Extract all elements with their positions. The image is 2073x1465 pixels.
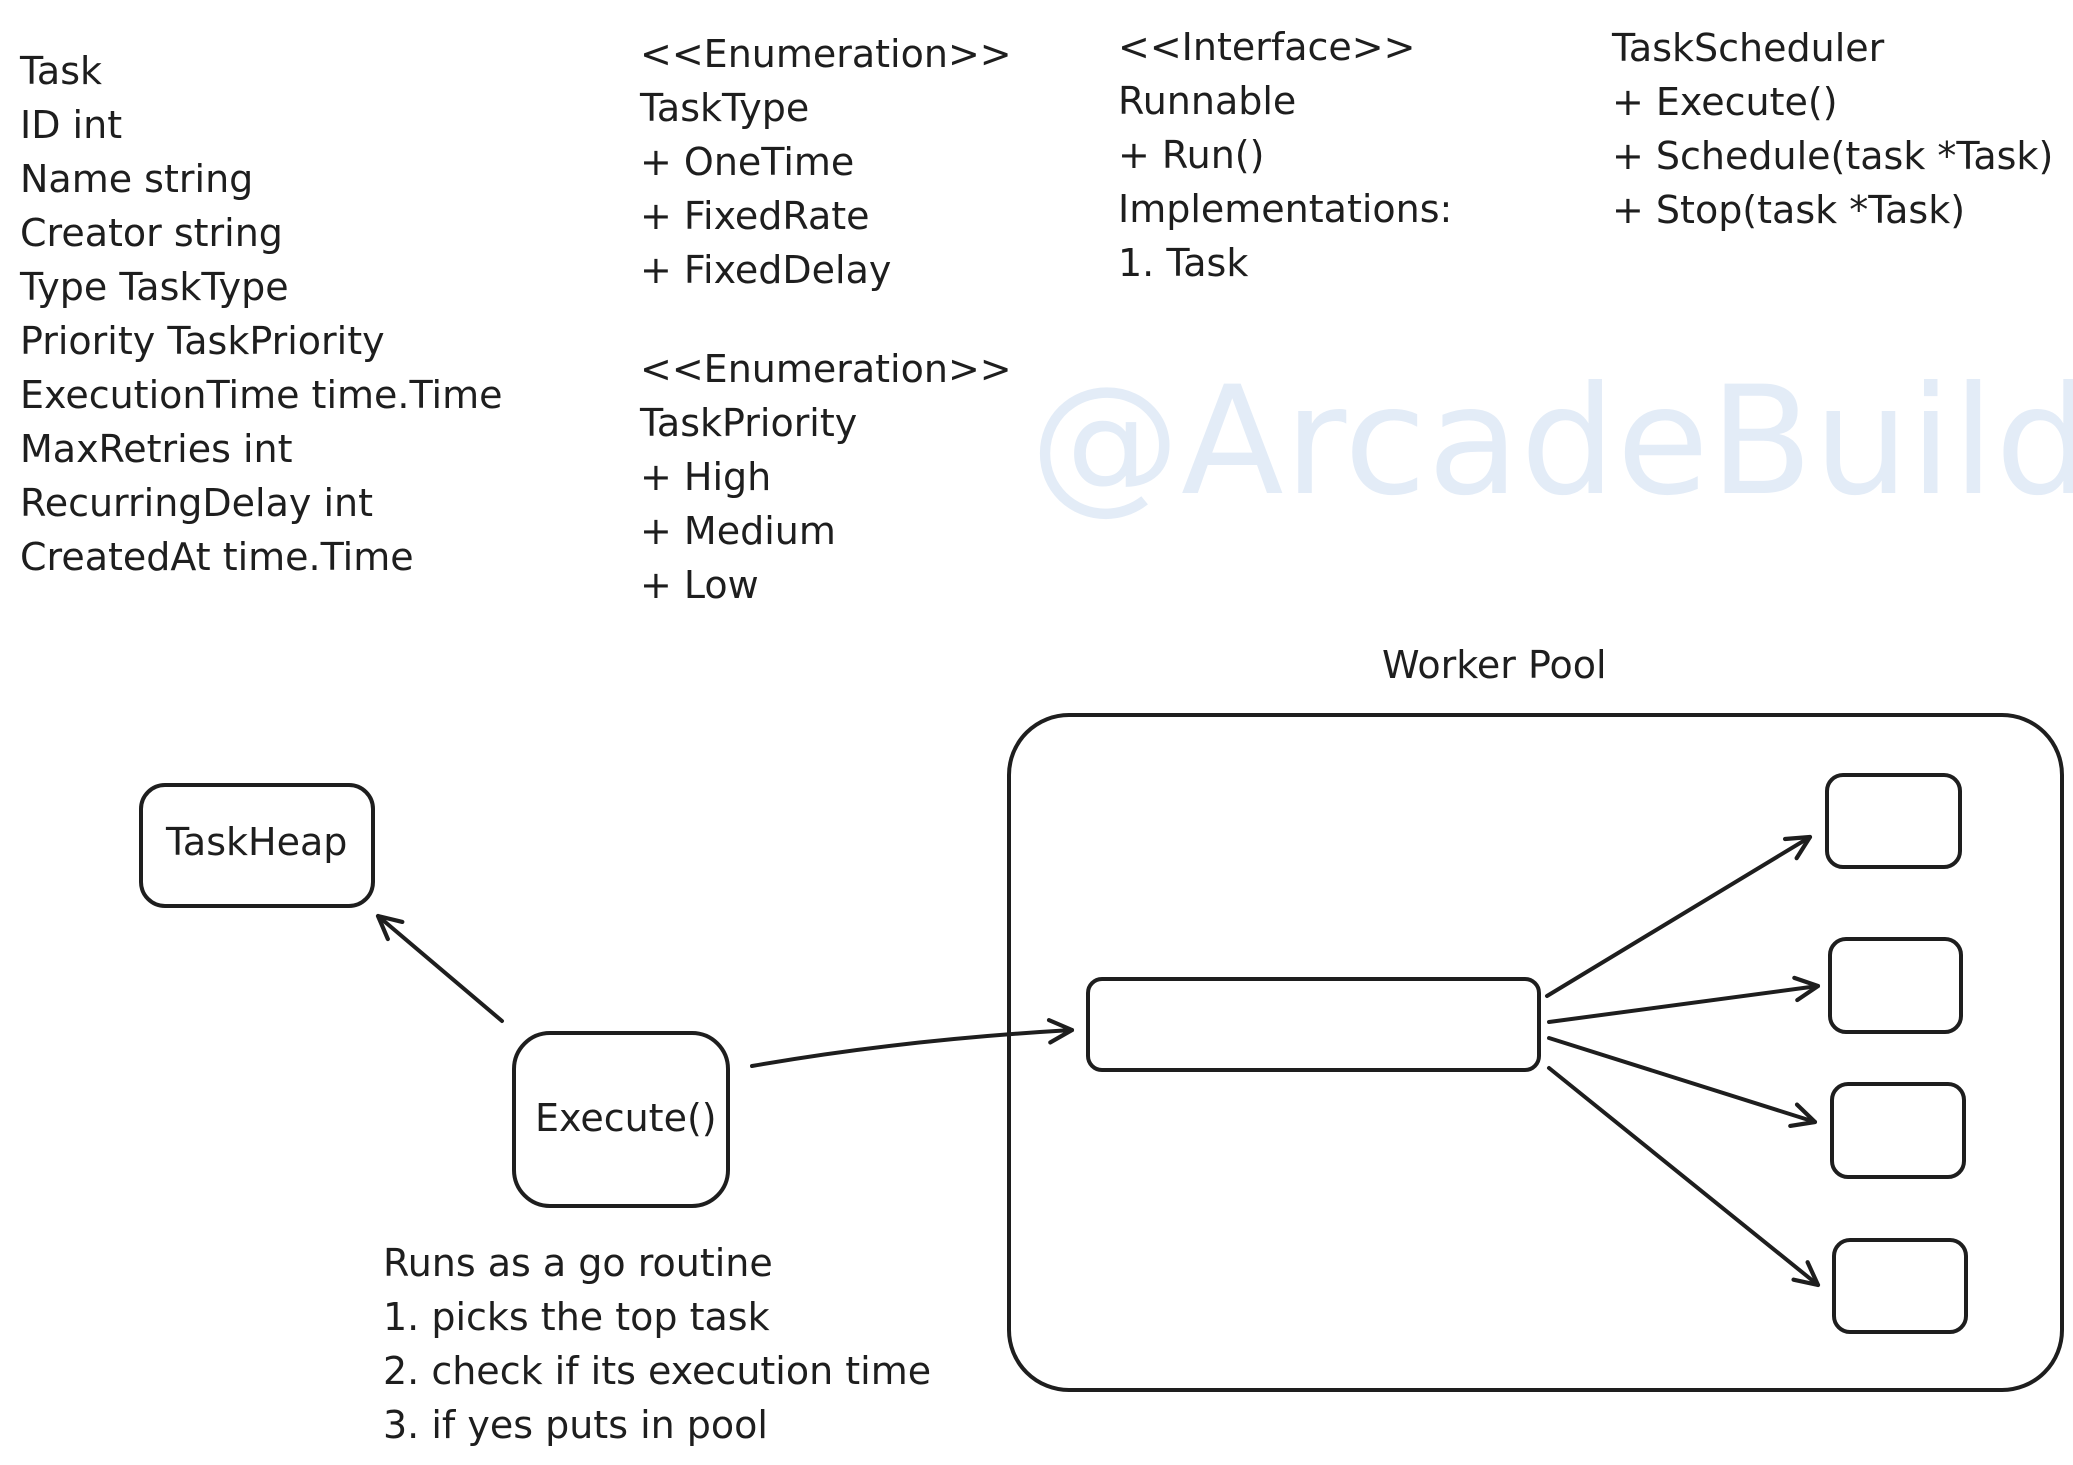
task-priority-medium: + Medium: [640, 509, 836, 553]
task-priority-enum-block: <<Enumeration>> TaskPriority + High + Me…: [640, 342, 1012, 612]
task-field-name: Name string: [20, 157, 254, 201]
task-type-fixed-rate: + FixedRate: [640, 194, 870, 238]
worker-box-4: [1832, 1238, 1968, 1334]
worker-box-1: [1825, 773, 1962, 869]
execute-note-3: 2. check if its execution time: [383, 1349, 932, 1393]
runnable-implementation-task: 1. Task: [1118, 241, 1249, 285]
task-struct-block: Task ID int Name string Creator string T…: [20, 44, 502, 584]
execute-label: Execute(): [535, 1096, 717, 1140]
runnable-interface-block: <<Interface>> Runnable + Run() Implement…: [1118, 20, 1452, 290]
task-scheduler-schedule: + Schedule(task *Task): [1612, 134, 2054, 178]
watermark: @ArcadeBuilds: [1030, 355, 2073, 529]
worker-box-2: [1828, 937, 1963, 1034]
task-scheduler-execute: + Execute(): [1612, 80, 1838, 124]
task-field-created-at: CreatedAt time.Time: [20, 535, 414, 579]
task-priority-low: + Low: [640, 563, 759, 607]
runnable-implementations-label: Implementations:: [1118, 187, 1453, 231]
arrow-execute-to-task-heap: [375, 913, 504, 1023]
task-field-id: ID int: [20, 103, 123, 147]
task-scheduler-block: TaskScheduler + Execute() + Schedule(tas…: [1612, 21, 2053, 237]
execute-notes-block: Runs as a go routine 1. picks the top ta…: [383, 1236, 931, 1452]
task-priority-high: + High: [640, 455, 772, 499]
task-field-max-retries: MaxRetries int: [20, 427, 293, 471]
execute-note-2: 1. picks the top task: [383, 1295, 770, 1339]
task-struct-title: Task: [20, 49, 103, 93]
worker-pool-title: Worker Pool: [1382, 643, 1607, 687]
task-type-one-time: + OneTime: [640, 140, 855, 184]
task-type-fixed-delay: + FixedDelay: [640, 248, 892, 292]
task-type-stereotype: <<Enumeration>>: [640, 32, 1012, 76]
runnable-title: Runnable: [1118, 79, 1297, 123]
task-scheduler-stop: + Stop(task *Task): [1612, 188, 1966, 232]
worker-pool-container: [1007, 713, 2064, 1392]
task-type-enum-block: <<Enumeration>> TaskType + OneTime + Fix…: [640, 27, 1012, 297]
task-field-recurring-delay: RecurringDelay int: [20, 481, 373, 525]
task-field-type: Type TaskType: [20, 265, 289, 309]
task-heap-node: [139, 783, 375, 908]
arrow-queue-to-worker-4: [1547, 1066, 1821, 1288]
task-field-priority: Priority TaskPriority: [20, 319, 385, 363]
runnable-run-method: + Run(): [1118, 133, 1265, 177]
arrow-execute-to-queue: [750, 1018, 1075, 1068]
arrow-queue-to-worker-3: [1547, 1036, 1818, 1129]
execute-note-4: 3. if yes puts in pool: [383, 1403, 768, 1447]
execute-note-1: Runs as a go routine: [383, 1241, 773, 1285]
task-field-execution-time: ExecutionTime time.Time: [20, 373, 503, 417]
task-scheduler-title: TaskScheduler: [1612, 26, 1885, 70]
worker-pool-queue: [1086, 977, 1541, 1072]
worker-box-3: [1830, 1082, 1966, 1179]
runnable-stereotype: <<Interface>>: [1118, 25, 1416, 69]
task-priority-stereotype: <<Enumeration>>: [640, 347, 1012, 391]
arrow-queue-to-worker-2: [1547, 975, 1821, 1024]
execute-node: [512, 1031, 730, 1208]
arrow-queue-to-worker-1: [1545, 834, 1813, 998]
task-type-title: TaskType: [640, 86, 810, 130]
task-field-creator: Creator string: [20, 211, 283, 255]
task-priority-title: TaskPriority: [640, 401, 858, 445]
task-heap-label: TaskHeap: [166, 820, 348, 864]
